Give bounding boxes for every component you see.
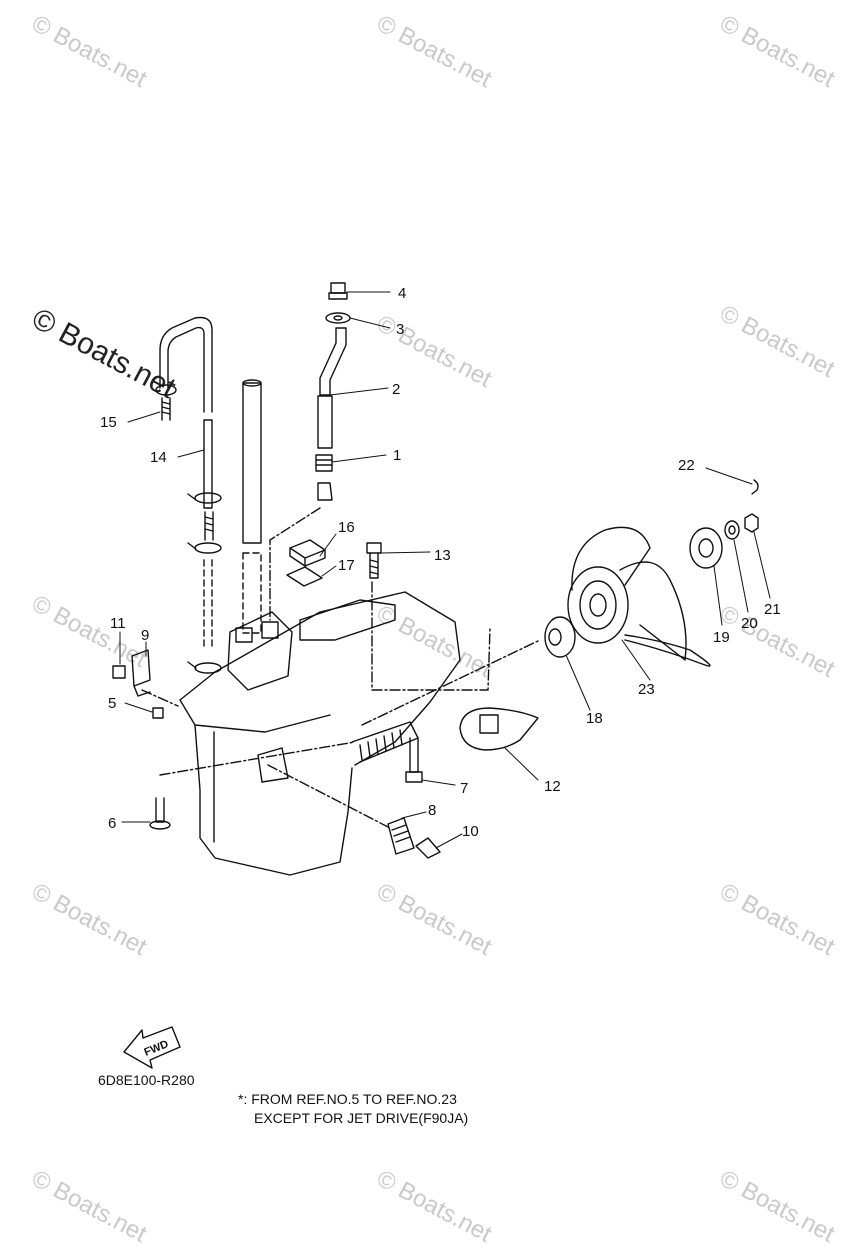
shift-rod-assembly (315, 282, 351, 501)
callout-14[interactable]: 14 (150, 449, 167, 466)
thrust-washer (544, 616, 576, 658)
propeller-hardware (689, 479, 759, 569)
callout-7[interactable]: 7 (460, 780, 468, 797)
propeller (567, 526, 711, 667)
callout-10[interactable]: 10 (462, 823, 479, 840)
lower-casing (179, 591, 461, 876)
callout-11[interactable]: 11 (110, 615, 126, 632)
anti-cavitation-plate (459, 707, 539, 751)
callout-20[interactable]: 20 (741, 615, 758, 632)
leader-lines (119, 291, 771, 849)
callout-22[interactable]: 22 (678, 457, 695, 474)
callout-17[interactable]: 17 (338, 557, 355, 574)
callout-18[interactable]: 18 (586, 710, 603, 727)
callout-21[interactable]: 21 (764, 601, 781, 618)
callout-12[interactable]: 12 (544, 778, 561, 795)
exploded-view: 1 2 3 4 5 6 7 8 9 10 11 12 13 14 15 16 1… (100, 282, 781, 1069)
callout-4[interactable]: 4 (398, 285, 406, 302)
drive-shaft (242, 379, 262, 634)
callout-23[interactable]: 23 (638, 681, 655, 698)
callout-2[interactable]: 2 (392, 381, 400, 398)
callout-13[interactable]: 13 (434, 547, 451, 564)
water-hose (155, 316, 222, 674)
callout-16[interactable]: 16 (338, 519, 355, 536)
callout-9[interactable]: 9 (141, 627, 149, 644)
callout-1[interactable]: 1 (393, 447, 401, 464)
diagram-code: 6D8E100-R280 (98, 1072, 195, 1088)
callout-15[interactable]: 15 (100, 414, 117, 431)
fwd-arrow-icon (123, 1026, 181, 1069)
callout-3[interactable]: 3 (396, 321, 404, 338)
trim-tab (387, 817, 441, 859)
parts-diagram: © Boats.net © Boats.net © Boats.net © Bo… (27, 10, 840, 1248)
bolts (112, 542, 423, 830)
footnote-line-2: EXCEPT FOR JET DRIVE(F90JA) (254, 1110, 469, 1126)
fwd-label: FWD (143, 1038, 171, 1059)
footnote: *: FROM REF.NO.5 TO REF.NO.23 EXCEPT FOR… (238, 1090, 468, 1128)
callout-6[interactable]: 6 (108, 815, 116, 832)
callout-19[interactable]: 19 (713, 629, 730, 646)
callout-8[interactable]: 8 (428, 802, 436, 819)
anodes (286, 539, 326, 587)
alignment-lines (141, 507, 541, 829)
footnote-line-1: *: FROM REF.NO.5 TO REF.NO.23 (238, 1091, 457, 1107)
callout-5[interactable]: 5 (108, 695, 116, 712)
